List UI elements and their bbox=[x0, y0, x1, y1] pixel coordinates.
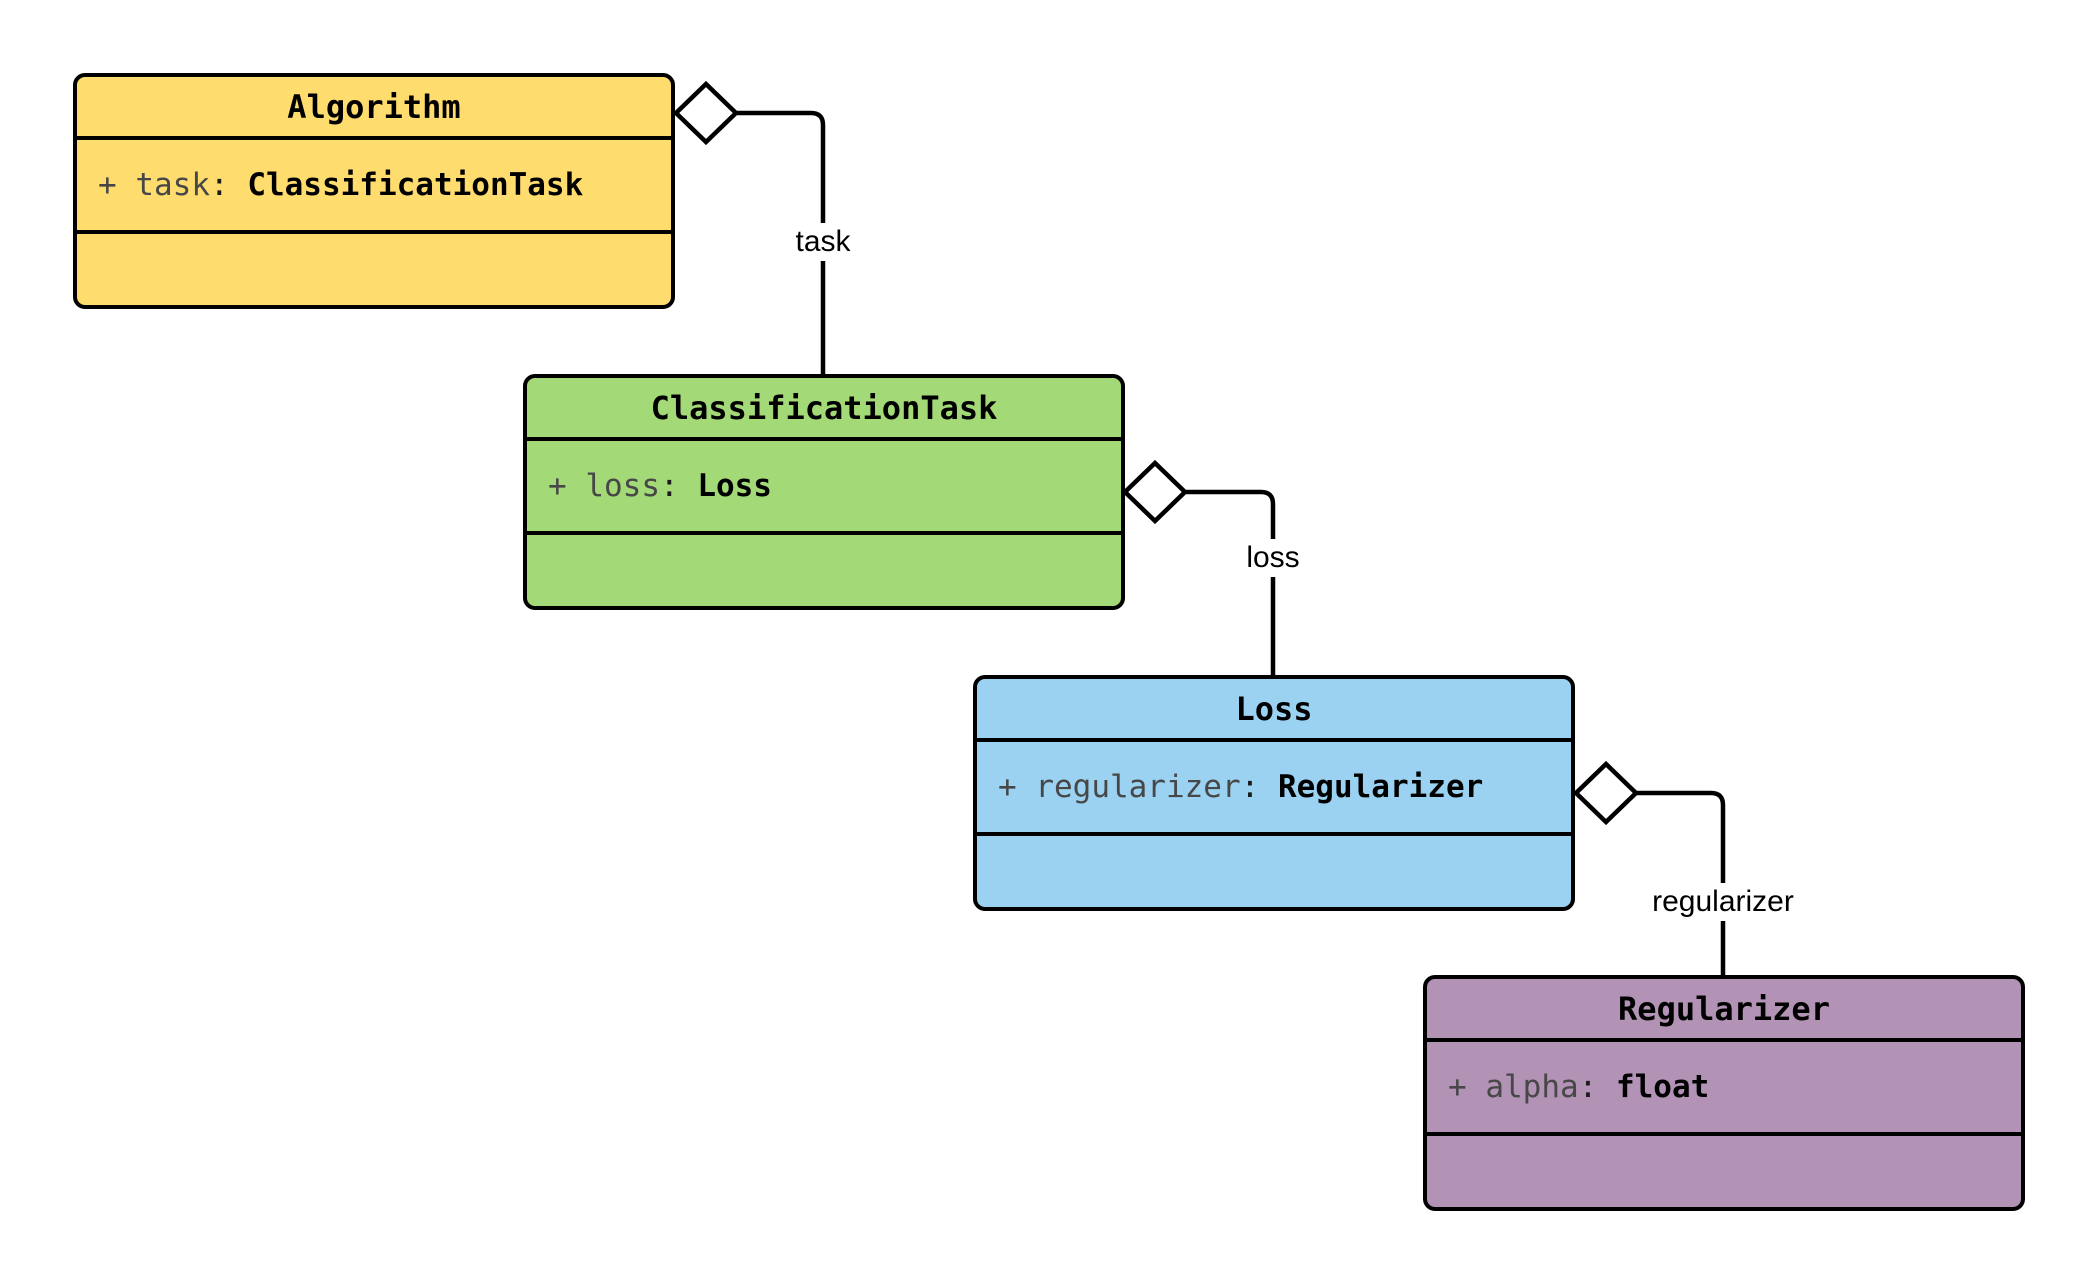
attribute-name: + regularizer bbox=[998, 769, 1241, 805]
class-attributes: + task: ClassificationTask bbox=[77, 140, 671, 234]
edge-connector-task bbox=[737, 110, 826, 378]
class-attributes: + loss: Loss bbox=[527, 441, 1121, 535]
class-box-classificationtask: ClassificationTask + loss: Loss bbox=[523, 374, 1125, 610]
class-box-algorithm: Algorithm + task: ClassificationTask bbox=[73, 73, 675, 309]
class-attributes: + alpha: float bbox=[1427, 1042, 2021, 1136]
attribute-colon: : bbox=[659, 468, 698, 504]
edge-loss bbox=[1121, 459, 1276, 679]
attribute-type: float bbox=[1615, 1069, 1710, 1105]
edge-label-task: task bbox=[787, 223, 859, 261]
attribute-name: + task bbox=[98, 167, 210, 203]
attribute-colon: : bbox=[1240, 769, 1278, 805]
attribute-type: Loss bbox=[697, 468, 772, 504]
attribute-colon: : bbox=[209, 167, 248, 203]
class-methods-empty bbox=[977, 836, 1571, 907]
edge-task bbox=[672, 80, 826, 378]
class-methods-empty bbox=[1427, 1136, 2021, 1207]
edge-label-regularizer: regularizer bbox=[1644, 883, 1802, 921]
aggregation-diamond-icon bbox=[1121, 459, 1189, 525]
edge-connector-loss bbox=[1186, 489, 1276, 679]
attribute-name: + alpha bbox=[1448, 1069, 1579, 1105]
aggregation-diamond-icon bbox=[672, 80, 740, 146]
attribute-type: ClassificationTask bbox=[247, 167, 584, 203]
class-title: Regularizer bbox=[1427, 979, 2021, 1042]
aggregation-diamond-icon bbox=[1572, 760, 1640, 826]
class-title: ClassificationTask bbox=[527, 378, 1121, 441]
class-methods-empty bbox=[527, 535, 1121, 606]
class-box-loss: Loss + regularizer: Regularizer bbox=[973, 675, 1575, 911]
edge-regularizer bbox=[1572, 760, 1726, 979]
attribute-name: + loss bbox=[548, 468, 660, 504]
class-attributes: + regularizer: Regularizer bbox=[977, 742, 1571, 836]
attribute-colon: : bbox=[1578, 1069, 1616, 1105]
class-methods-empty bbox=[77, 234, 671, 305]
edge-connector-regularizer bbox=[1637, 790, 1726, 979]
attribute-type: Regularizer bbox=[1277, 769, 1484, 805]
class-box-regularizer: Regularizer + alpha: float bbox=[1423, 975, 2025, 1211]
class-title: Algorithm bbox=[77, 77, 671, 140]
class-title: Loss bbox=[977, 679, 1571, 742]
edge-label-loss: loss bbox=[1238, 539, 1308, 577]
